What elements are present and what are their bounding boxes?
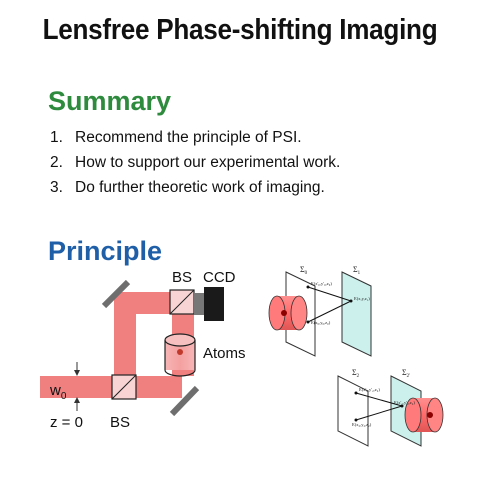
field-label-top-3: E(x,y,z₁) (354, 296, 370, 302)
summary-item: 2. How to support our experimental work. (50, 150, 340, 175)
mirror-bottom-right (169, 385, 200, 417)
ccd-label: CCD (203, 269, 236, 286)
bs-top-label: BS (172, 269, 192, 286)
sigma-2-sub: 2 (357, 374, 360, 379)
sigma-1-sub: 1 (358, 271, 361, 276)
field-label-bottom-1: E(x'₂,y'₂,z₂) (359, 387, 380, 393)
field-label-bottom-2: E(x₂,y₂,z₂) (352, 422, 372, 428)
sigma-0-sub: 0 (305, 271, 308, 276)
summary-item-text: Do further theoretic work of imaging. (75, 179, 325, 196)
summary-item-number: 1. (50, 129, 63, 146)
sigma-2-label: Σ2 (352, 368, 360, 379)
summary-heading: Summary (48, 86, 172, 116)
summary-item-number: 3. (50, 179, 63, 196)
optical-setup (40, 279, 224, 417)
plane-sigma-2 (337, 375, 369, 447)
w0-label: w0 (49, 382, 67, 402)
mirror-top-left (101, 279, 131, 309)
ccd-camera (204, 287, 224, 321)
beam-rod-top (268, 295, 308, 331)
sigma-2-prime-text: Σ (402, 368, 407, 377)
beam-splitter-top (169, 289, 195, 315)
summary-item-text: How to support our experimental work. (75, 154, 341, 171)
summary-item-text: Recommend the principle of PSI. (75, 129, 302, 146)
bs-bottom-label: BS (110, 414, 130, 431)
summary-list: 1. Recommend the principle of PSI. 2. How … (50, 125, 340, 200)
w0-label-main: w (49, 382, 61, 399)
plane-sigma-1 (341, 271, 372, 357)
atoms-label: Atoms (203, 345, 246, 362)
sigma-0-label: Σ0 (300, 265, 308, 276)
sigma-2-prime-sub: 2' (407, 374, 411, 379)
field-label-top-2: E(x₀,y₀,z₀) (311, 320, 331, 326)
field-label-top-1: E(x'₀,y'₀,z₀) (311, 281, 332, 287)
sigma-2-text: Σ (352, 368, 357, 377)
sigma-1-text: Σ (353, 265, 358, 274)
beam-splitter-bottom (111, 374, 137, 400)
ccd-lens-mount (194, 293, 204, 315)
sigma-1-label: Σ1 (353, 265, 361, 276)
z0-label: z = 0 (50, 414, 83, 431)
beam-rod-bottom (404, 397, 444, 433)
summary-item: 1. Recommend the principle of PSI. (50, 125, 340, 150)
sigma-0-text: Σ (300, 265, 305, 274)
summary-item-number: 2. (50, 154, 63, 171)
slide-title: Lensfree Phase-shifting Imaging (42, 14, 438, 46)
propagation-figure-top (268, 271, 372, 357)
field-label-bottom-3: E(x'₂,y'₂,z₂) (394, 400, 415, 406)
principle-heading: Principle (48, 236, 163, 266)
atoms-cell (164, 333, 196, 377)
w0-label-sub: 0 (61, 391, 67, 402)
summary-item: 3. Do further theoretic work of imaging. (50, 175, 340, 200)
sigma-2-prime-label: Σ2' (402, 368, 410, 379)
propagation-figure-bottom (337, 375, 444, 447)
